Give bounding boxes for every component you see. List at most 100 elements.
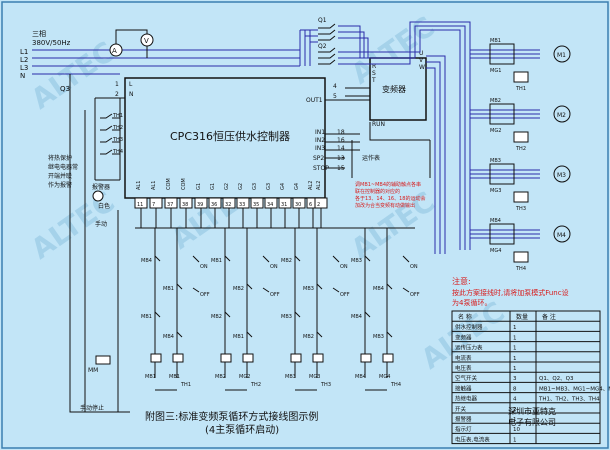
power-bus — [32, 29, 318, 75]
controller-pin-number: 6 — [309, 202, 312, 208]
switch-on-label: ON — [270, 264, 278, 270]
table-cell: 4 — [513, 397, 517, 403]
contactor-aux-contact — [176, 283, 183, 290]
contactor-aux-contact — [246, 283, 253, 290]
table-cell: 1 — [513, 346, 517, 352]
motor-contactor — [489, 103, 515, 125]
phase-l2: L2 — [20, 56, 28, 64]
thermal-label: TH1 — [180, 382, 191, 388]
table-cell: Q1、Q2、Q3 — [539, 376, 574, 382]
svg-text:ALTEC: ALTEC — [25, 35, 121, 116]
phase-n: N — [20, 72, 25, 80]
contactor-aux-contact — [154, 255, 161, 262]
alarm-icon — [92, 190, 104, 202]
thermal-contact — [100, 137, 120, 143]
motor-contactor-label: MG3 — [490, 188, 501, 194]
breaker-q1: Q1 — [318, 17, 327, 24]
relay-mm-coil — [95, 355, 111, 365]
controller-pin-number: 7 — [152, 202, 155, 208]
table-header: 数量 — [516, 313, 528, 321]
svg-text:STOP: STOP — [313, 165, 329, 172]
switch-off-label: OFF — [410, 292, 420, 298]
motor-thermal-relay — [513, 131, 529, 143]
switch-on-label: ON — [410, 264, 418, 270]
controller-pin-number: 32 — [225, 202, 231, 208]
table-cell: 3 — [513, 376, 517, 382]
contactor-aux-contact — [294, 255, 301, 262]
contactor-aux-contact — [316, 331, 323, 338]
company-line-2: 电子有限公司 — [508, 417, 556, 427]
contactor-coil — [242, 353, 254, 363]
thermal-contact — [100, 149, 120, 155]
motor-thermal-label: TH4 — [515, 266, 526, 272]
contact-label: MB1 — [211, 258, 222, 264]
table-cell: MB1~MB3、MG1~MG4、MM — [539, 386, 610, 392]
thermal-contact — [100, 125, 120, 131]
table-cell: 1 — [513, 417, 517, 423]
phase-l1: L1 — [20, 48, 28, 56]
controller-pin-label: COM — [181, 178, 187, 190]
contactor-coil — [220, 353, 232, 363]
controller-pin-number: 33 — [239, 202, 245, 208]
svg-text:各于13、14、16、18的运动会: 各于13、14、16、18的运动会 — [355, 195, 425, 202]
vfd-title: 变频器 — [382, 84, 406, 94]
svg-text:开端并联: 开端并联 — [48, 172, 72, 180]
controller-pin-label: G3 — [266, 183, 272, 190]
svg-text:IN1: IN1 — [315, 129, 325, 136]
switch-off-label: OFF — [340, 292, 350, 298]
table-cell: 报警器 — [455, 415, 472, 423]
table-cell: 电压表,电流表 — [455, 435, 490, 443]
coil-label: MB1 — [145, 374, 156, 380]
thermal-label: TH3 — [320, 382, 331, 388]
coil-label: MB1 — [169, 374, 180, 380]
thermal-input-label: TH2 — [112, 125, 123, 131]
run-switch-label: 运作表 — [362, 154, 380, 162]
table-cell: 10 — [513, 427, 520, 433]
controller-terminals: AL111AL17COM37COM38G139G136G232G233G335G… — [134, 178, 328, 228]
controller-pin-label: COM — [166, 178, 172, 190]
thermal-input-label: TH4 — [112, 149, 123, 155]
motor-label: M4 — [557, 232, 566, 239]
motor-contactor — [489, 163, 515, 185]
table-cell: 2 — [513, 407, 517, 413]
contact-label: MB4 — [141, 258, 152, 264]
controller-pin-label: G1 — [196, 183, 202, 190]
switch-on-label: ON — [340, 264, 348, 270]
contactor-aux-contact — [224, 255, 231, 262]
controller-pin-label: AL1 — [136, 181, 142, 190]
note-title: 注意: — [452, 276, 471, 286]
coil-label: MB2 — [215, 374, 226, 380]
power-spec: 380V/50Hz — [32, 39, 71, 47]
svg-text:W: W — [419, 64, 425, 71]
table-cell: 热继电器 — [455, 395, 478, 403]
contact-label: MB3 — [303, 286, 314, 292]
table-cell: 8 — [513, 386, 517, 392]
svg-text:调MB1~MB4的辅助触点各串: 调MB1~MB4的辅助触点各串 — [355, 181, 421, 188]
note-text-2: 为4泵循环。 — [452, 298, 491, 307]
controller-pin-number: 38 — [182, 202, 188, 208]
alarm-label: 报警器 — [92, 183, 110, 191]
controller-pin-number: 2 — [317, 202, 320, 208]
svg-text:L: L — [129, 81, 133, 88]
motor-thermal-relay — [513, 191, 529, 203]
table-cell: 接触器 — [455, 384, 472, 392]
motor-thermal-label: TH3 — [515, 206, 526, 212]
manual-label: 手动 — [95, 220, 107, 228]
contactor-aux-contact — [386, 283, 393, 290]
contact-label: MB2 — [303, 334, 314, 340]
contact-label: MB2 — [233, 286, 244, 292]
relay-mm-label: MM — [88, 367, 98, 374]
motor-thermal-relay — [513, 251, 529, 263]
motor-contactor-label: MG4 — [490, 248, 501, 254]
coil-label: MB3 — [285, 374, 296, 380]
contactor-aux-contact — [246, 331, 253, 338]
thermal-input-label: TH1 — [112, 113, 123, 119]
switch-on-label: ON — [200, 264, 208, 270]
contactor-coil — [172, 353, 184, 363]
coil-label: MG4 — [379, 374, 390, 380]
thermal-label: TH4 — [390, 382, 401, 388]
svg-text:T: T — [371, 77, 376, 84]
